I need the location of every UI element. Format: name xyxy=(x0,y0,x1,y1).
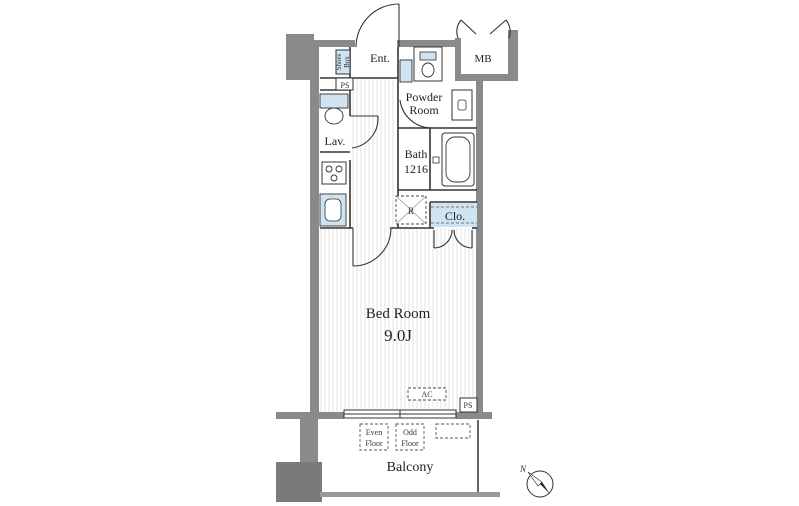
stove xyxy=(321,161,347,185)
wall-top-left xyxy=(310,40,355,47)
evacuation-hatch-even xyxy=(359,423,389,451)
north-arrow-icon: N xyxy=(519,464,554,498)
shoes-box-label-1: Shoes xyxy=(335,53,343,70)
refrigerator-label: R xyxy=(408,206,414,216)
mb-wall-bottom xyxy=(455,74,518,81)
wall-top-middle xyxy=(397,40,455,47)
burner-icon xyxy=(325,165,333,173)
mb-wall-left xyxy=(455,38,461,80)
lavatory-label: Lav. xyxy=(325,134,346,148)
ps-box-bottom xyxy=(459,397,478,413)
even-floor-label-2: Floor xyxy=(365,439,383,448)
ac-unit xyxy=(407,387,447,401)
bath-label-1: Bath xyxy=(405,147,428,161)
ps-top-label: PS xyxy=(341,81,350,90)
bedroom-name-label: Bed Room xyxy=(366,306,431,322)
bedroom-floor xyxy=(320,228,478,412)
odd-floor-label-1: Odd xyxy=(403,428,417,437)
outdoor-unit-space xyxy=(435,423,471,439)
wall-bottom-left xyxy=(276,412,344,419)
even-floor-label-1: Even xyxy=(366,428,382,437)
ps-bottom-label: PS xyxy=(464,401,473,410)
ps-box-top xyxy=(335,77,354,91)
washbasin-bowl-icon xyxy=(324,107,344,125)
washbasin xyxy=(319,93,349,109)
entrance-label: Ent. xyxy=(370,51,390,65)
odd-floor-label-2: Floor xyxy=(401,439,419,448)
corridor-floor xyxy=(350,78,396,228)
closet-label: Clo. xyxy=(445,209,465,223)
burner-icon xyxy=(335,165,343,173)
wall-right xyxy=(476,80,483,418)
mb-label: MB xyxy=(474,53,491,65)
evacuation-hatch-odd xyxy=(395,423,425,451)
svg-text:N: N xyxy=(519,464,527,474)
bath-label-2: 1216 xyxy=(404,162,428,176)
toilet-tank xyxy=(419,51,437,61)
balcony-edge xyxy=(320,492,500,497)
burner-icon xyxy=(330,174,338,182)
powder-room-label-2: Room xyxy=(409,103,439,117)
wall-left xyxy=(310,40,319,418)
column-bottom-block xyxy=(276,462,322,502)
ac-label: AC xyxy=(421,390,432,399)
toilet-bowl-icon xyxy=(421,62,435,78)
windows xyxy=(343,409,457,419)
column-bottom-left xyxy=(300,418,318,464)
shoes-box xyxy=(335,49,351,75)
balcony-label: Balcony xyxy=(387,460,434,475)
entrance-floor xyxy=(355,48,395,76)
powder-room-cabinet xyxy=(399,59,413,83)
doors xyxy=(350,3,511,267)
bedroom-size-label: 9.0J xyxy=(384,326,412,345)
mb-wall-right xyxy=(508,30,518,80)
wall-bottom-right xyxy=(456,412,492,419)
column-top-left xyxy=(286,34,314,80)
powder-room-label-1: Powder xyxy=(406,90,443,104)
shoes-box-label-2: Box xyxy=(343,56,351,68)
